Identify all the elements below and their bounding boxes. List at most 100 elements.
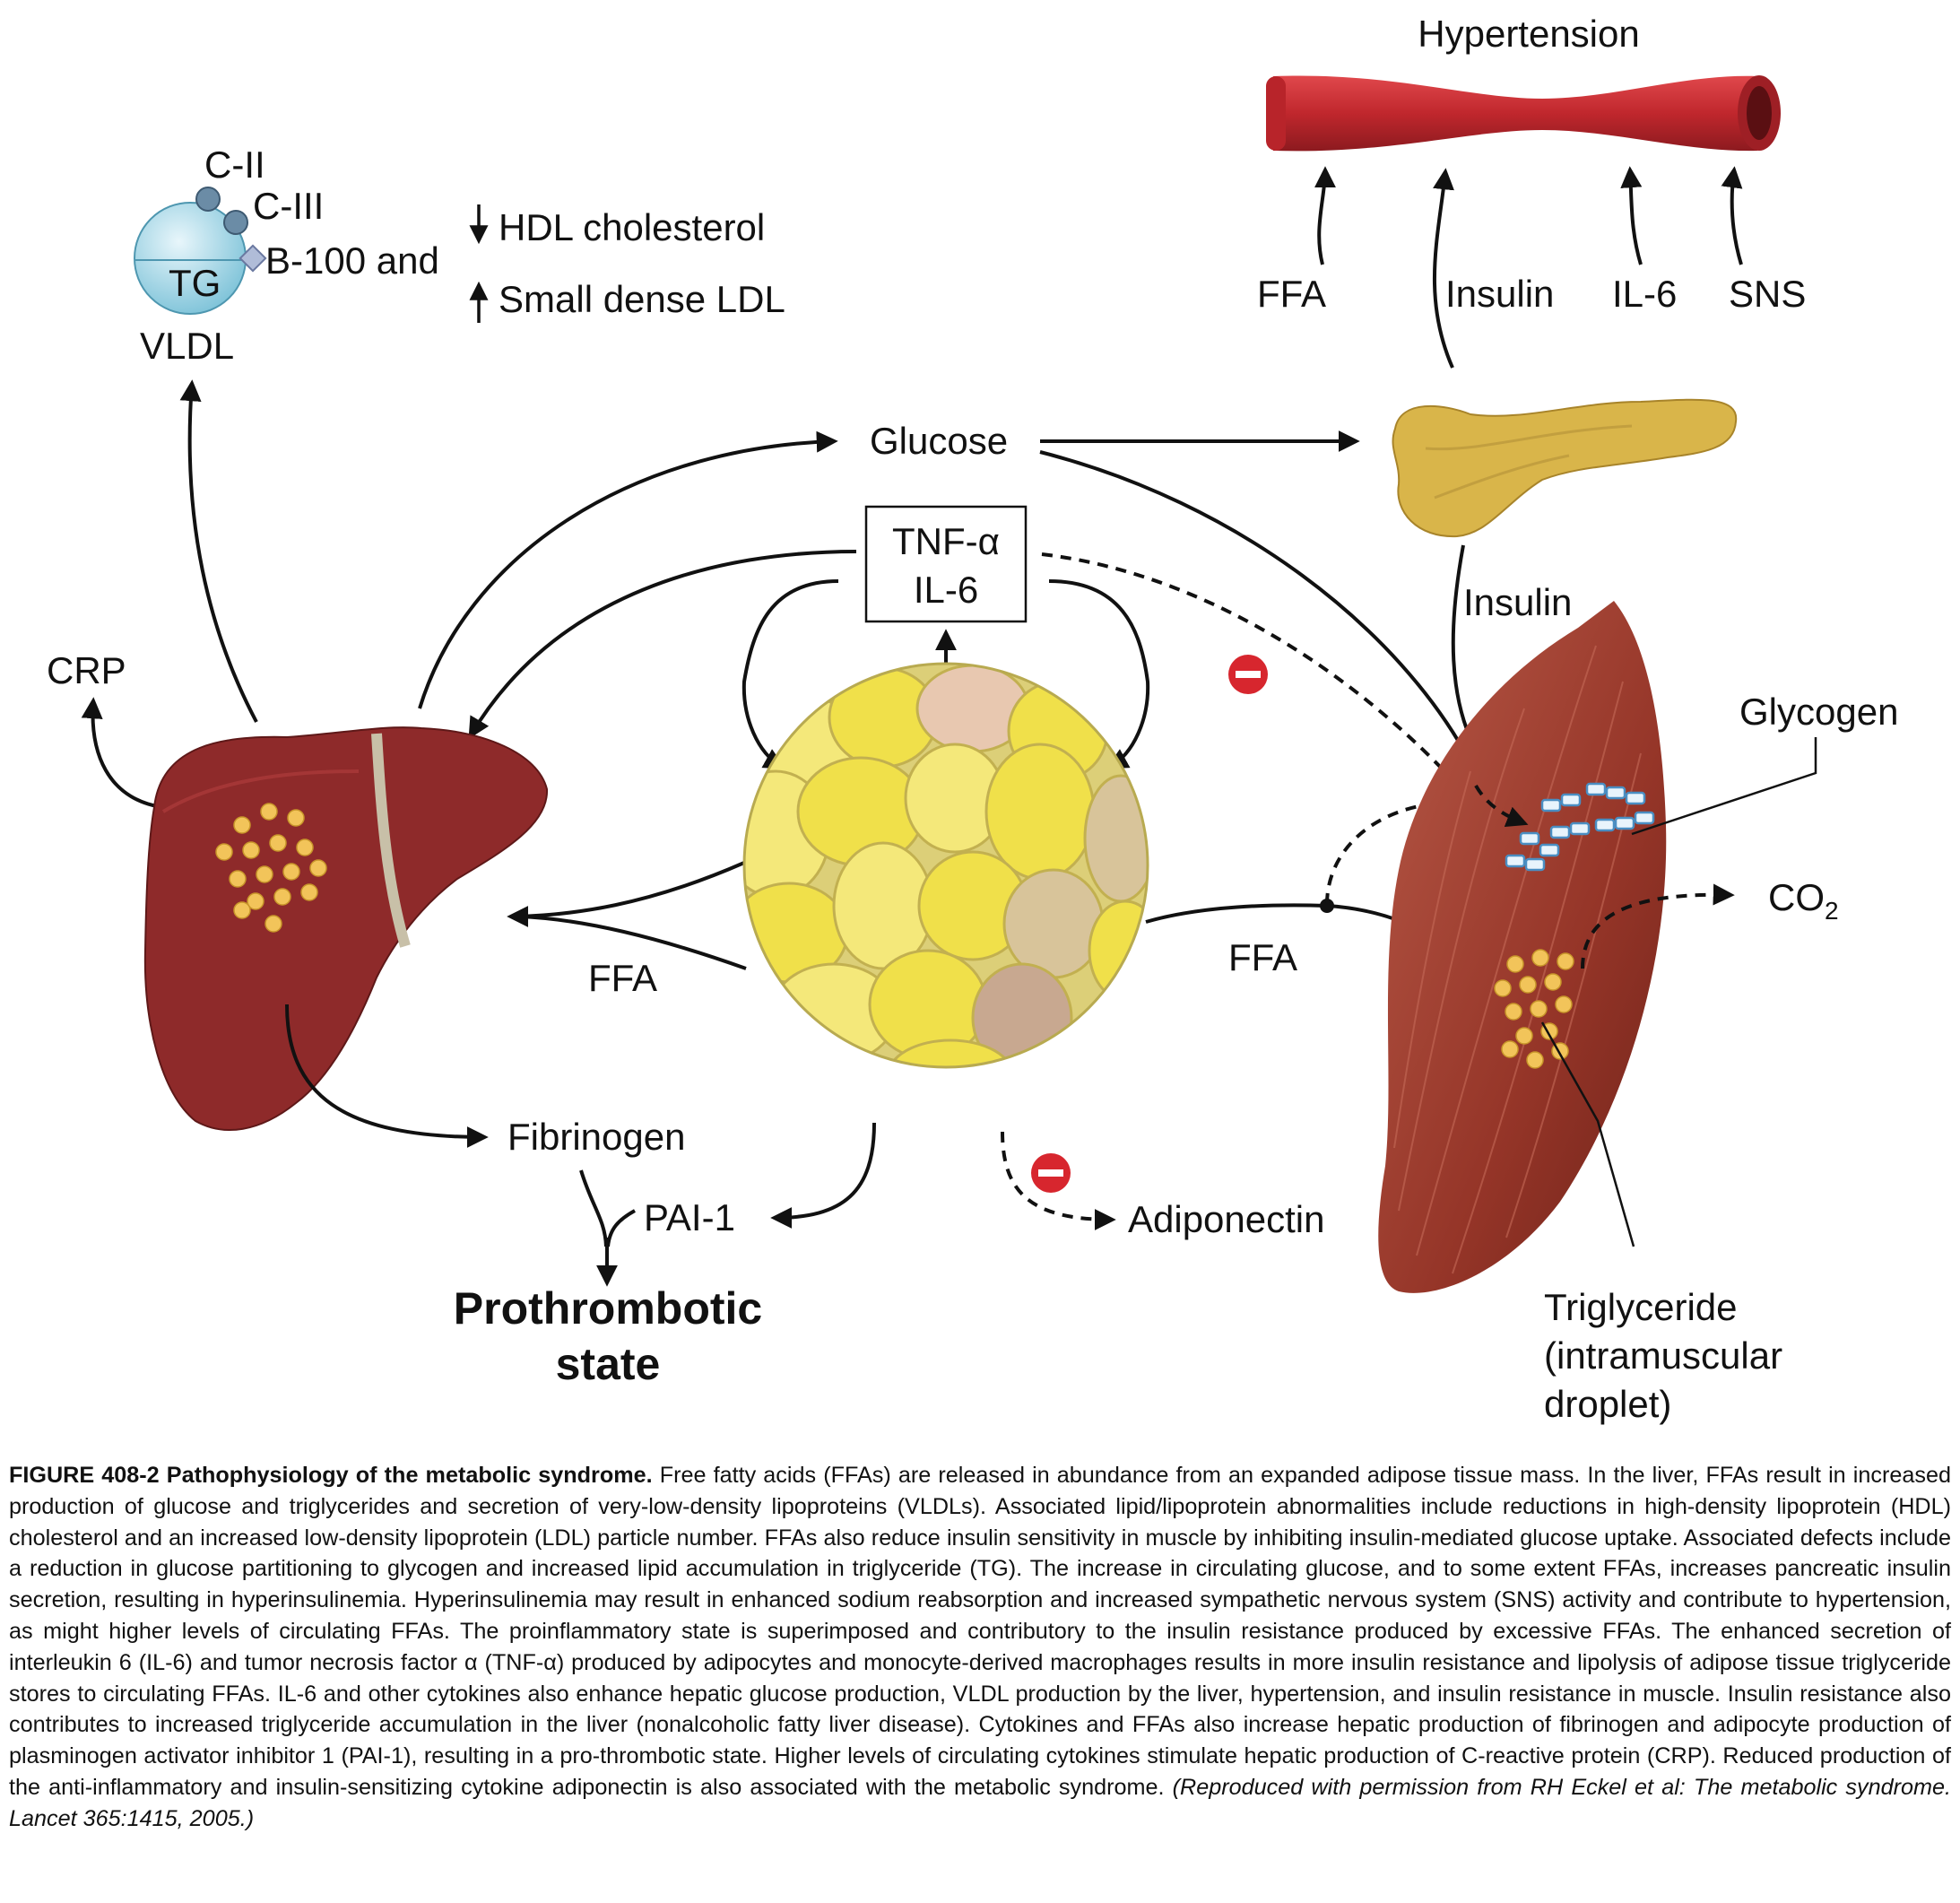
fat-droplet xyxy=(296,839,314,856)
liver-fat-droplets xyxy=(215,803,327,933)
glycogen-chain xyxy=(1505,782,1655,872)
fat-droplet xyxy=(287,809,305,827)
tnf-label: TNF-α xyxy=(892,520,1000,562)
prothrombotic-label-1: Prothrombotic xyxy=(454,1283,762,1334)
glycogen-leader-line xyxy=(1631,737,1817,836)
adipocyte xyxy=(886,1038,1015,1067)
fat-droplet xyxy=(1515,1027,1533,1045)
adipocyte xyxy=(1002,868,1105,979)
cytokine-to-muscle-dashed-arrow xyxy=(1041,552,1461,788)
glucose-to-muscle-arrow xyxy=(1039,450,1473,767)
b100-label: B-100 and xyxy=(265,239,439,282)
fat-droplet xyxy=(229,870,247,888)
glycogen-unit xyxy=(1594,818,1616,832)
fat-droplet xyxy=(269,834,287,852)
liver-to-fibrinogen-arrow xyxy=(285,1004,489,1148)
fat-droplet xyxy=(260,803,278,821)
fat-droplet xyxy=(282,863,300,881)
triglyceride-label-1: Triglyceride xyxy=(1544,1286,1738,1328)
ldl-label: Small dense LDL xyxy=(499,278,785,320)
glycogen-label: Glycogen xyxy=(1739,691,1898,733)
fat-droplet xyxy=(247,892,265,910)
glycogen-unit xyxy=(1569,821,1591,836)
fat-droplet xyxy=(309,859,327,877)
glucose-to-glycogen-dashed-arrow xyxy=(1474,784,1529,828)
pai1-label: PAI-1 xyxy=(644,1196,735,1238)
vldl-particle-illustration xyxy=(134,187,267,315)
adipose-to-adiponectin-dashed-arrow xyxy=(1001,1131,1116,1230)
metabolic-syndrome-diagram: Hypertension FFA Insulin IL-6 SNS C-II C… xyxy=(47,13,1898,1425)
fat-droplet xyxy=(1519,976,1537,994)
ffa-top-label: FFA xyxy=(1257,273,1326,315)
il6-to-vessel-arrow xyxy=(1620,166,1643,265)
fat-droplet xyxy=(265,915,282,933)
adipose-tissue-illustration xyxy=(742,662,1149,1069)
liver-to-glucose-arrow xyxy=(418,430,838,709)
adipocyte xyxy=(984,743,1096,881)
insulin-top-label: Insulin xyxy=(1445,273,1554,315)
fat-droplet xyxy=(273,888,291,906)
prothrombotic-label-2: state xyxy=(556,1339,661,1389)
triglyceride-label-2: (intramuscular xyxy=(1544,1334,1782,1377)
fat-droplet xyxy=(1555,995,1573,1013)
fat-droplet xyxy=(1526,1051,1544,1069)
cytokine-loop-right-arrow xyxy=(1048,579,1150,769)
fat-droplet xyxy=(256,865,273,883)
glycogen-unit xyxy=(1614,816,1635,830)
insulin-mid-label: Insulin xyxy=(1463,581,1572,623)
tg-label: TG xyxy=(169,262,221,304)
sns-label: SNS xyxy=(1729,273,1806,315)
fibrinogen-label: Fibrinogen xyxy=(507,1116,685,1158)
co2-label: CO2 xyxy=(1768,876,1839,925)
c3-label: C-III xyxy=(253,185,324,227)
ffa-curve-lower xyxy=(517,915,747,970)
fat-droplet xyxy=(233,901,251,919)
insulin-to-vessel-arrow xyxy=(1432,168,1454,369)
hdl-label: HDL cholesterol xyxy=(499,206,765,248)
blood-vessel-illustration xyxy=(1266,75,1781,152)
adiponectin-label: Adiponectin xyxy=(1128,1198,1325,1240)
sns-to-vessel-arrow xyxy=(1721,166,1743,265)
il6-box-label: IL-6 xyxy=(914,569,978,611)
liver-to-vldl-arrow xyxy=(179,379,258,723)
fat-droplet xyxy=(1501,1040,1519,1058)
ffa-to-vessel-arrow xyxy=(1314,166,1336,265)
triglyceride-leader-line xyxy=(1540,1021,1635,1247)
glycogen-unit xyxy=(1549,825,1571,839)
fat-droplet xyxy=(1530,1000,1548,1018)
fat-droplet xyxy=(215,843,233,861)
glucose-label: Glucose xyxy=(870,420,1008,462)
crp-label: CRP xyxy=(47,649,126,691)
triglyceride-label-3: droplet) xyxy=(1544,1383,1671,1425)
glycogen-unit xyxy=(1519,831,1540,846)
fat-droplet xyxy=(233,816,251,834)
glycogen-unit xyxy=(1560,793,1582,807)
pai1-merge-line xyxy=(606,1209,636,1247)
glycogen-unit xyxy=(1539,843,1560,857)
adipocyte xyxy=(1088,899,1148,1002)
figure-label: FIGURE 408-2 Pathophysiology of the meta… xyxy=(9,1463,653,1488)
fat-droplet xyxy=(1494,979,1512,997)
fat-droplet xyxy=(300,883,318,901)
fat-droplet xyxy=(1505,1003,1522,1021)
liver-to-crp-arrow xyxy=(81,697,162,809)
hypertension-label: Hypertension xyxy=(1418,13,1639,55)
fat-droplet xyxy=(1557,952,1574,970)
fat-droplet xyxy=(1544,973,1562,991)
cytokine-loop-left-arrow xyxy=(742,579,839,769)
glycogen-unit xyxy=(1625,791,1646,805)
ffa-branch-dot xyxy=(1320,899,1334,913)
vldl-label: VLDL xyxy=(140,325,234,367)
ffa-inhibit-dashed-arrow xyxy=(1325,793,1450,905)
c2-label: C-II xyxy=(204,143,265,186)
inhibition-minus-icon xyxy=(1228,655,1268,694)
glycogen-unit xyxy=(1540,798,1562,812)
liver-illustration xyxy=(143,726,549,1131)
figure-caption: FIGURE 408-2 Pathophysiology of the meta… xyxy=(9,1460,1951,1835)
pancreas-illustration xyxy=(1392,398,1738,538)
triglyceride-to-co2-dashed-arrow xyxy=(1581,883,1735,969)
fat-droplet xyxy=(242,841,260,859)
glycogen-unit xyxy=(1634,811,1655,825)
fat-droplet xyxy=(1531,949,1549,967)
inhibition-minus-icon xyxy=(1031,1153,1071,1193)
